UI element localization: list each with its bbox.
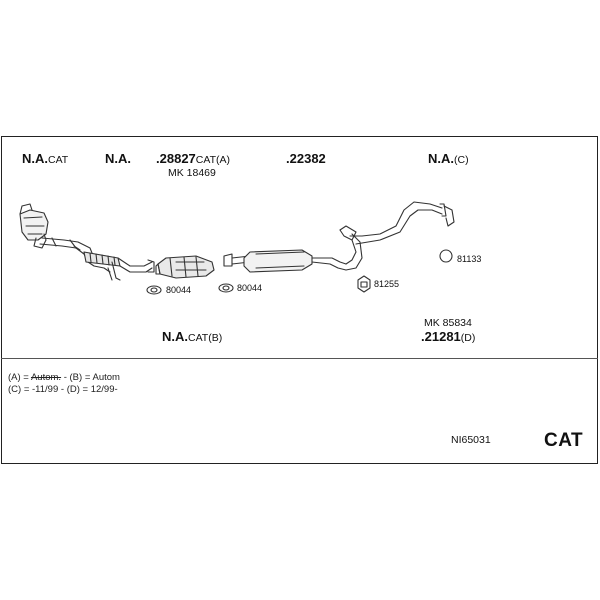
gasket-80044-a: [146, 285, 162, 295]
note-line-1-a: (A) =: [8, 372, 31, 383]
label-na-catb-suffix: CAT(B): [188, 332, 223, 344]
part-80044-a: 80044: [166, 285, 192, 295]
gasket-80044-b: [218, 283, 234, 293]
part-80044-b: 80044: [237, 283, 263, 293]
label-na-c-suffix: (C): [454, 154, 469, 166]
label-na-1-main: N.A.: [105, 151, 131, 166]
diagram-frame: [1, 136, 598, 464]
ring-81133: [439, 249, 453, 263]
label-na-c-main: N.A.: [428, 151, 454, 166]
label-21281-main: 21281: [424, 329, 461, 344]
label-na-1: N.A.: [105, 152, 131, 166]
label-28827-main: 28827: [159, 151, 196, 166]
label-22382: .22382: [286, 151, 326, 166]
note-line-1-b: - (B) = Autom: [61, 372, 120, 383]
label-na-catb: N.A.CAT(B): [162, 330, 222, 345]
part-81133: 81133: [457, 254, 482, 264]
label-21281: .21281(D): [421, 329, 476, 345]
label-na-cat-suffix: CAT: [48, 154, 69, 166]
mount-81255: [357, 275, 371, 293]
front-pipe: [39, 233, 155, 281]
label-na-cat-main: N.A.: [22, 151, 48, 166]
label-na-catb-main: N.A.: [162, 329, 188, 344]
label-na-c: N.A.(C): [428, 152, 469, 167]
label-22382-main: 22382: [289, 151, 326, 166]
note-line-2: (C) = -11/99 - (D) = 12/99-: [8, 384, 118, 395]
cat-badge: CAT: [544, 430, 584, 451]
label-na-cat: N.A.CAT: [22, 152, 68, 167]
part-81255: 81255: [374, 279, 400, 289]
manifold-catalyst: [19, 203, 49, 249]
label-28827-suffix: CAT(A): [195, 154, 230, 166]
note-line-1-strike: Autom.: [30, 372, 62, 383]
rear-pipe: [339, 201, 455, 271]
main-catalyst: [155, 255, 215, 279]
label-21281-suffix: (D): [460, 332, 476, 344]
note-line-1: (A) = Autom. - (B) = Autom: [8, 372, 120, 383]
label-mk-18469: MK 18469: [168, 167, 216, 179]
notes-divider: [1, 358, 598, 359]
label-28827: .28827CAT(A): [156, 151, 230, 167]
label-mk-85834: MK 85834: [424, 317, 472, 329]
middle-silencer: [223, 249, 347, 273]
diagram-code: NI65031: [451, 434, 491, 446]
